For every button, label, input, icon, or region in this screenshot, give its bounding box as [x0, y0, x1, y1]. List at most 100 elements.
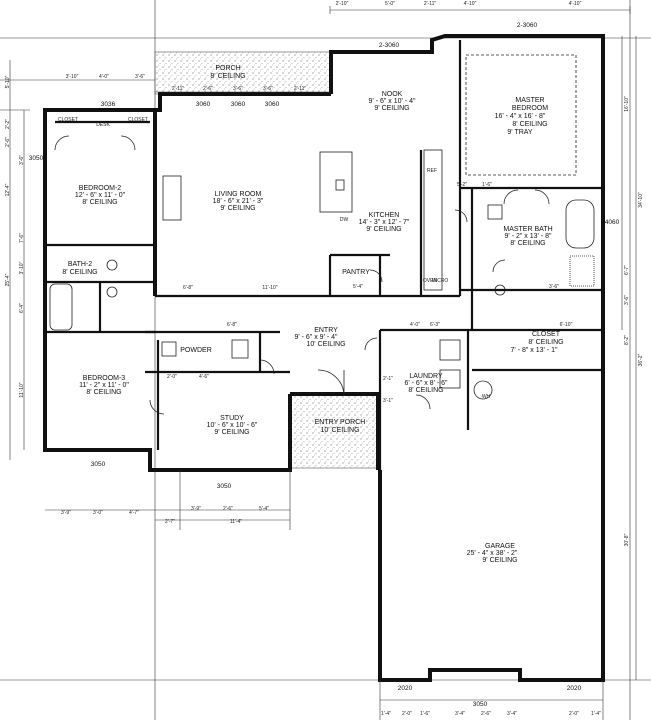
room-label: ENTRY PORCH	[315, 419, 366, 426]
size-label: 11' - 2" x 11' - 0"	[79, 382, 129, 389]
door-swings	[54, 135, 550, 415]
room-bath2: BATH-2 8' CEILING	[62, 261, 97, 276]
svg-text:2'-6": 2'-6"	[5, 137, 11, 147]
svg-text:8'-2": 8'-2"	[624, 335, 630, 345]
window-tag: 3060	[265, 101, 280, 108]
svg-text:2'-6": 2'-6"	[203, 86, 213, 92]
svg-text:2'-0": 2'-0"	[569, 711, 579, 717]
ceiling-label: 9' CEILING	[374, 105, 409, 112]
window-tag: 3050	[473, 701, 488, 708]
svg-text:2'-10": 2'-10"	[336, 1, 349, 7]
window-tag: 2-3060	[517, 22, 538, 29]
room-master-bedroom: MASTER BEDROOM 16' - 4" x 16' - 8" 8' CE…	[495, 97, 549, 136]
svg-text:3'-6": 3'-6"	[549, 284, 559, 290]
window-tag: 2020	[398, 685, 413, 692]
room-label: PORCH	[215, 65, 240, 72]
svg-text:4'-10": 4'-10"	[569, 1, 582, 7]
svg-text:3'-6": 3'-6"	[233, 86, 243, 92]
ceiling-label: 9' CEILING	[482, 557, 517, 564]
svg-text:6'-8": 6'-8"	[227, 322, 237, 328]
svg-text:2'-6": 2'-6"	[481, 711, 491, 717]
svg-text:36'-2": 36'-2"	[638, 353, 644, 366]
fixture-labels: CLOSET DESK CLOSET DW WH OVEN MICRO REF	[58, 117, 491, 400]
svg-text:34'-10": 34'-10"	[638, 192, 644, 208]
svg-text:4'-6": 4'-6"	[199, 374, 209, 380]
room-study: STUDY 10' - 6" x 10' - 6" 9' CEILING	[207, 415, 258, 436]
svg-text:3'-0": 3'-0"	[93, 510, 103, 516]
master-tub	[565, 199, 595, 249]
window-tag: 3060	[196, 101, 211, 108]
room-entry: ENTRY 9' - 6" x 9' - 4" 10' CEILING	[294, 327, 345, 348]
svg-text:3'-4": 3'-4"	[455, 711, 465, 717]
svg-text:11'-10": 11'-10"	[19, 382, 25, 397]
tray-label: 9' TRAY	[507, 129, 533, 136]
window-tags: 2-3060 2-3060 3036 3060 3060 3060 3050 3…	[29, 22, 620, 708]
room-bedroom2: BEDROOM-2 12' - 6" x 11' - 0" 8' CEILING	[75, 185, 126, 206]
room-master-bath: MASTER BATH 9' - 2" x 13' - 8" 8' CEILIN…	[503, 226, 552, 247]
svg-text:2'-1": 2'-1"	[383, 376, 393, 382]
room-label: MASTER	[515, 97, 544, 104]
svg-text:1'-6": 1'-6"	[420, 711, 430, 717]
svg-text:4'-0": 4'-0"	[99, 74, 109, 80]
bath2-tub	[49, 283, 73, 331]
svg-text:2'-0": 2'-0"	[402, 711, 412, 717]
room-label: ENTRY	[314, 327, 338, 334]
ceiling-label: 8' CEILING	[62, 269, 97, 276]
ceiling-label: 9' CEILING	[220, 205, 255, 212]
window-tag: 3036	[101, 101, 116, 108]
room-label: NOOK	[382, 91, 403, 98]
ceiling-label: 8' CEILING	[512, 121, 547, 128]
closet-label: CLOSET	[128, 117, 148, 123]
room-label: LAUNDRY	[409, 373, 443, 380]
svg-text:2'-11": 2'-11"	[294, 86, 307, 92]
dimension-lines	[0, 6, 637, 720]
room-bedroom3: BEDROOM-3 11' - 2" x 11' - 0" 8' CEILING	[79, 375, 129, 396]
kitchen-cabinets	[423, 149, 443, 291]
interior-walls	[45, 40, 603, 470]
room-label: BEDROOM-3	[83, 375, 126, 382]
svg-text:1'-6": 1'-6"	[482, 182, 492, 188]
svg-text:5'-2": 5'-2"	[457, 182, 467, 188]
svg-text:3'-10": 3'-10"	[19, 261, 25, 274]
window-tag: 3050	[29, 155, 44, 162]
svg-text:5'-4": 5'-4"	[353, 284, 363, 290]
master-toilet	[494, 284, 506, 296]
svg-text:7'-6": 7'-6"	[19, 233, 25, 243]
size-label: 9' - 6" x 9' - 4"	[294, 334, 338, 341]
svg-text:3'-6": 3'-6"	[19, 155, 25, 165]
closet-label: CLOSET	[58, 117, 78, 123]
ceiling-label: 8' CEILING	[82, 199, 117, 206]
window-tag: 2020	[567, 685, 582, 692]
room-label: STUDY	[220, 415, 244, 422]
ceiling-label: 8' CEILING	[210, 73, 245, 80]
svg-text:11'-4": 11'-4"	[230, 519, 243, 525]
svg-text:3'-6": 3'-6"	[135, 74, 145, 80]
ref-label: REF	[427, 168, 437, 174]
size-label: 18' - 6" x 21' - 3"	[213, 198, 264, 205]
tray-ceiling-outline	[465, 54, 577, 176]
size-label: 6' - 6" x 8' - 6"	[404, 380, 448, 387]
room-label: LIVING ROOM	[215, 191, 262, 198]
ceiling-label: 8' CEILING	[86, 389, 121, 396]
laundry-sink	[439, 339, 461, 361]
svg-text:30'-8": 30'-8"	[624, 533, 630, 546]
micro-label: MICRO	[432, 278, 449, 284]
size-label: 12' - 6" x 11' - 0"	[75, 192, 126, 199]
svg-text:4'-0": 4'-0"	[410, 322, 420, 328]
room-label: CLOSET	[532, 331, 561, 338]
size-label: 9' - 2" x 13' - 8"	[505, 233, 552, 240]
room-label: PANTRY	[342, 269, 370, 276]
room-powder: POWDER	[180, 347, 212, 354]
shower	[569, 255, 595, 287]
svg-text:3'-6": 3'-6"	[263, 86, 273, 92]
room-label: GARAGE	[485, 543, 515, 550]
dw-label: DW	[340, 217, 349, 223]
window-tag: 2-3060	[379, 42, 400, 49]
window-tag: 3050	[217, 483, 232, 490]
dimension-texts: 2'-10" 5'-0" 2'-11" 4'-10" 4'-10" 3'-10"…	[61, 1, 601, 717]
svg-text:6'-7": 6'-7"	[624, 265, 630, 275]
svg-text:3'-10": 3'-10"	[66, 74, 79, 80]
room-porch: PORCH 8' CEILING	[210, 65, 245, 80]
svg-text:1'-4": 1'-4"	[591, 711, 601, 717]
room-label: BATH-2	[68, 261, 92, 268]
